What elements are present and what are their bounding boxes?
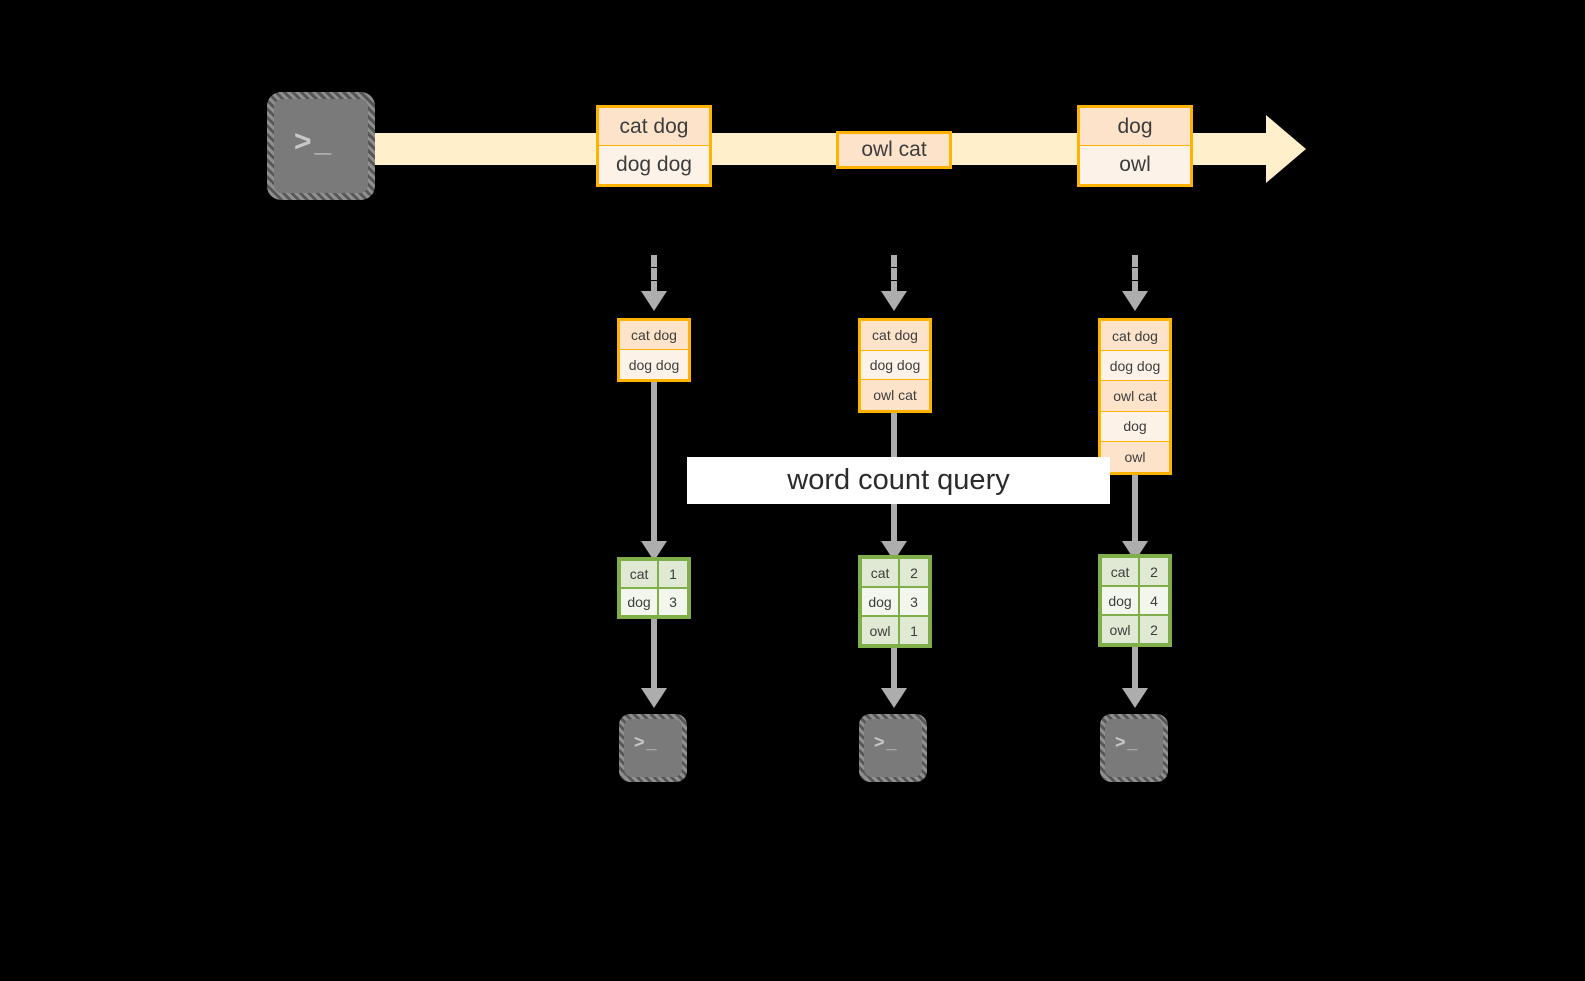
- result-row: owl 2: [1101, 615, 1169, 644]
- result-count-cell: 2: [1139, 615, 1169, 644]
- result-row: cat 2: [1101, 557, 1169, 586]
- stream-event-line: owl: [1080, 146, 1190, 184]
- stream-to-snapshot-connector-3: [1132, 255, 1138, 293]
- stream-event-line: owl cat: [839, 134, 949, 166]
- query-banner-label: word count query: [787, 464, 1010, 496]
- snapshot-to-result-connector-3: [1132, 475, 1138, 546]
- terminal-prompt-label: >_: [874, 732, 899, 752]
- result-word-cell: owl: [1101, 615, 1140, 644]
- snapshot-line: cat dog: [1101, 321, 1169, 352]
- result-word-cell: dog: [620, 588, 659, 616]
- result-count-cell: 3: [899, 587, 929, 616]
- snapshot-table-2[interactable]: cat dog dog dog owl cat: [858, 318, 932, 413]
- stream-arrowhead: [1266, 115, 1306, 183]
- snapshot-line: dog dog: [861, 350, 929, 381]
- result-table-1[interactable]: cat 1 dog 3: [617, 557, 691, 619]
- snapshot-line: dog dog: [620, 350, 688, 379]
- result-word-cell: cat: [861, 558, 900, 587]
- snapshot-line: cat dog: [620, 321, 688, 350]
- result-word-cell: dog: [861, 587, 900, 616]
- snapshot-line: dog: [1101, 411, 1169, 442]
- result-row: owl 1: [861, 616, 929, 645]
- stream-event-group-3[interactable]: dog owl: [1077, 105, 1193, 187]
- stream-to-snapshot-connector-1: [651, 255, 657, 293]
- result-to-sink-arrowhead-1: [641, 688, 667, 708]
- stream-to-snapshot-arrowhead-2: [881, 291, 907, 311]
- snapshot-line: owl cat: [1101, 381, 1169, 412]
- result-to-sink-connector-2: [891, 648, 897, 691]
- result-count-cell: 1: [899, 616, 929, 645]
- stream-to-snapshot-arrowhead-1: [641, 291, 667, 311]
- stream-event-group-1[interactable]: cat dog dog dog: [596, 105, 712, 187]
- result-to-sink-connector-1: [651, 619, 657, 691]
- result-row: dog 4: [1101, 586, 1169, 615]
- stream-event-line: cat dog: [599, 108, 709, 146]
- result-count-cell: 4: [1139, 586, 1169, 615]
- query-banner: word count query: [687, 457, 1110, 504]
- sink-terminal-icon-3[interactable]: >_: [1100, 714, 1168, 782]
- result-row: cat 2: [861, 558, 929, 587]
- sink-terminal-icon-2[interactable]: >_: [859, 714, 927, 782]
- result-to-sink-arrowhead-3: [1122, 688, 1148, 708]
- result-word-cell: dog: [1101, 586, 1140, 615]
- result-count-cell: 1: [658, 560, 688, 588]
- sink-terminal-icon-1[interactable]: >_: [619, 714, 687, 782]
- terminal-prompt-label: >_: [294, 125, 335, 158]
- snapshot-line: dog dog: [1101, 351, 1169, 382]
- stream-event-line: dog dog: [599, 146, 709, 184]
- result-to-sink-arrowhead-2: [881, 688, 907, 708]
- result-count-cell: 3: [658, 588, 688, 616]
- result-table-2[interactable]: cat 2 dog 3 owl 1: [858, 555, 932, 648]
- result-table-3[interactable]: cat 2 dog 4 owl 2: [1098, 554, 1172, 647]
- stream-event-line: dog: [1080, 108, 1190, 146]
- snapshot-to-result-connector-1: [651, 382, 657, 546]
- snapshot-line: owl: [1101, 441, 1169, 472]
- result-to-sink-connector-3: [1132, 647, 1138, 691]
- result-word-cell: cat: [1101, 557, 1140, 586]
- result-count-cell: 2: [899, 558, 929, 587]
- stream-to-snapshot-connector-2: [891, 255, 897, 293]
- source-terminal-icon[interactable]: >_: [267, 92, 375, 200]
- snapshot-table-1[interactable]: cat dog dog dog: [617, 318, 691, 382]
- snapshot-line: cat dog: [861, 321, 929, 351]
- terminal-screen: [1105, 719, 1163, 777]
- result-row: cat 1: [620, 560, 688, 588]
- result-row: dog 3: [620, 588, 688, 616]
- terminal-prompt-label: >_: [1115, 732, 1140, 752]
- terminal-screen: [864, 719, 922, 777]
- snapshot-to-result-arrowhead-1: [641, 541, 667, 561]
- snapshot-table-3[interactable]: cat dog dog dog owl cat dog owl: [1098, 318, 1172, 475]
- stream-event-group-2[interactable]: owl cat: [836, 131, 952, 169]
- result-word-cell: cat: [620, 560, 659, 588]
- result-word-cell: owl: [861, 616, 900, 645]
- result-count-cell: 2: [1139, 557, 1169, 586]
- result-row: dog 3: [861, 587, 929, 616]
- stream-to-snapshot-arrowhead-3: [1122, 291, 1148, 311]
- snapshot-line: owl cat: [861, 380, 929, 410]
- terminal-screen: [274, 99, 368, 193]
- terminal-prompt-label: >_: [634, 732, 659, 752]
- terminal-screen: [624, 719, 682, 777]
